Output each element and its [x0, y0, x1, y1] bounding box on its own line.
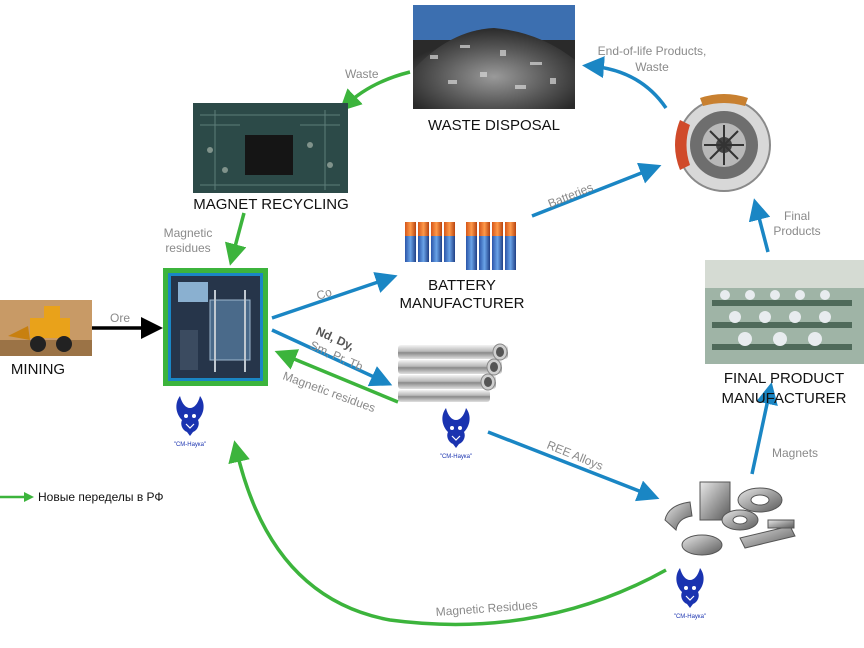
edge-magnetic-residues-mid [274, 349, 399, 404]
legend: Новые переделы в РФ [0, 490, 164, 504]
edge-label-waste: Waste [345, 67, 379, 81]
edge-label-co: Co [315, 285, 334, 303]
sm-nauka-logo-plant: "СМ-Наука" [174, 395, 206, 448]
edge-label-magnetic-residues-mid: Magnetic residues [281, 369, 377, 415]
edge-magnets [750, 382, 778, 475]
edge-label-end-of-life-2: Waste [635, 60, 669, 74]
edge-waste [339, 70, 411, 112]
magnet-recycling-image [193, 103, 348, 193]
edge-final-products [748, 198, 771, 253]
edge-label-batteries: Batteries [546, 180, 595, 211]
svg-text:"СМ-Наука": "СМ-Наука" [440, 454, 472, 460]
edge-label-magnetic-residues-top-1: Magnetic [164, 226, 213, 240]
ree-alloys-image [398, 343, 508, 402]
factory-floor-image [705, 260, 864, 364]
processing-plant-image [163, 268, 268, 386]
edge-magnetic-residues-bottom [228, 440, 667, 627]
edge-label-magnets: Magnets [772, 446, 818, 460]
edge-label-magnetic-residues-top-2: residues [165, 241, 210, 255]
mining-label: MINING [11, 361, 65, 378]
magnet-recycling-label: MAGNET RECYCLING [193, 196, 349, 213]
svg-text:"СМ-Наука": "СМ-Наука" [174, 442, 206, 448]
edge-co [271, 272, 398, 320]
edge-batteries [531, 162, 662, 218]
legend-label: Новые переделы в РФ [38, 490, 164, 504]
edge-nd-dy [271, 328, 393, 387]
edge-ree-alloys [487, 430, 660, 502]
edge-label-final-products-1: Final [784, 209, 810, 223]
final-product-label-line1: FINAL PRODUCT [724, 370, 844, 387]
edge-label-final-products-2: Products [773, 224, 820, 238]
final-product-label-line2: MANUFACTURER [721, 390, 846, 407]
edge-end-of-life [582, 56, 668, 109]
svg-text:"СМ-Наука": "СМ-Наука" [674, 614, 706, 620]
sm-nauka-logo-magnets: "СМ-Наука" [674, 567, 706, 620]
sm-nauka-logo-alloys: "СМ-Наука" [440, 407, 472, 460]
waste-disposal-image [413, 5, 575, 109]
waste-disposal-label: WASTE DISPOSAL [428, 117, 560, 134]
battery-image [405, 222, 516, 270]
edge-label-end-of-life-1: End-of-life Products, [598, 44, 707, 58]
edge-magnetic-residues-top [224, 212, 247, 266]
battery-label-line1: BATTERY [428, 277, 496, 294]
electric-motor-image [675, 94, 771, 192]
magnets-image [664, 481, 796, 556]
mining-image [0, 300, 92, 356]
edge-label-magnetic-residues-bottom: Magnetic Residues [435, 598, 538, 619]
edge-label-ore: Ore [110, 311, 130, 325]
battery-label-line2: MANUFACTURER [399, 295, 524, 312]
